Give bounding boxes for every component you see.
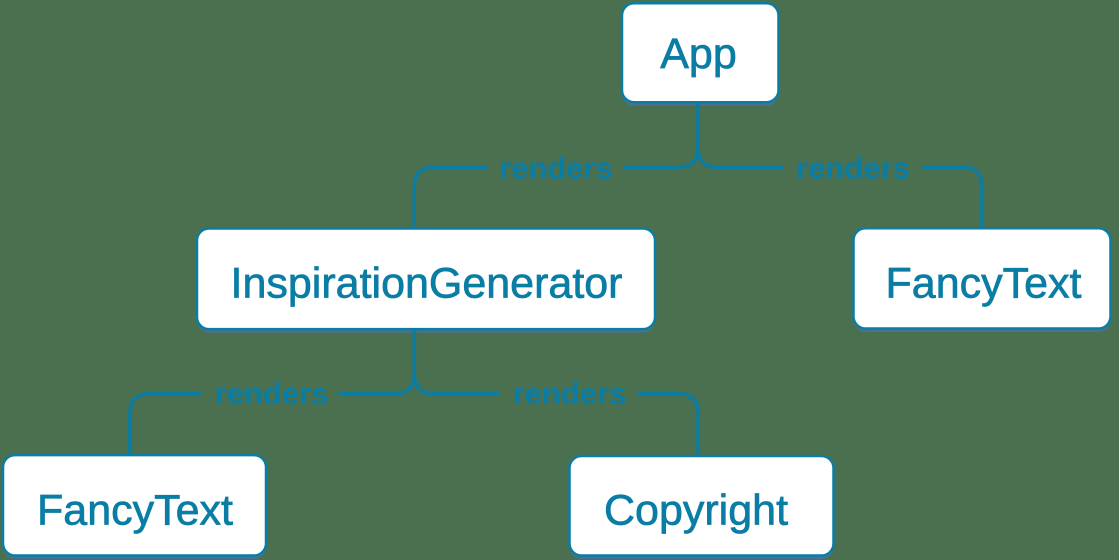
svg-text:FancyText: FancyText [37, 487, 233, 535]
svg-text:renders: renders [513, 376, 627, 411]
svg-text:renders: renders [215, 376, 329, 411]
svg-text:Copyright: Copyright [604, 487, 788, 535]
svg-text:renders: renders [499, 151, 613, 186]
svg-text:renders: renders [796, 151, 910, 186]
svg-text:InspirationGenerator: InspirationGenerator [231, 260, 623, 308]
svg-text:FancyText: FancyText [886, 260, 1082, 308]
svg-text:App: App [660, 30, 737, 78]
